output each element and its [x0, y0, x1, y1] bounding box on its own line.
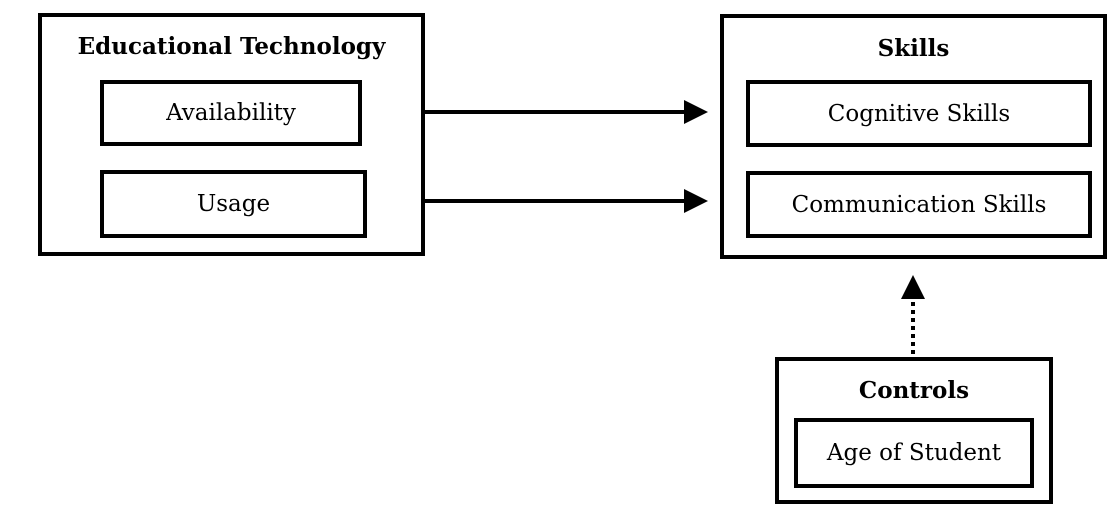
- age-of-student-box: Age of Student: [794, 418, 1034, 488]
- skills-title: Skills: [877, 35, 950, 62]
- availability-box: Availability: [100, 80, 362, 146]
- controls-title: Controls: [858, 377, 970, 404]
- usage-box: Usage: [100, 170, 367, 238]
- communication-skills-box: Communication Skills: [746, 171, 1092, 238]
- edu-tech-box: Educational Technology Availability Usag…: [38, 13, 425, 256]
- skills-box: Skills Cognitive Skills Communication Sk…: [720, 14, 1107, 259]
- controls-box: Controls Age of Student: [775, 357, 1053, 504]
- edu-tech-title: Educational Technology: [77, 33, 386, 60]
- cognitive-skills-box: Cognitive Skills: [746, 80, 1092, 147]
